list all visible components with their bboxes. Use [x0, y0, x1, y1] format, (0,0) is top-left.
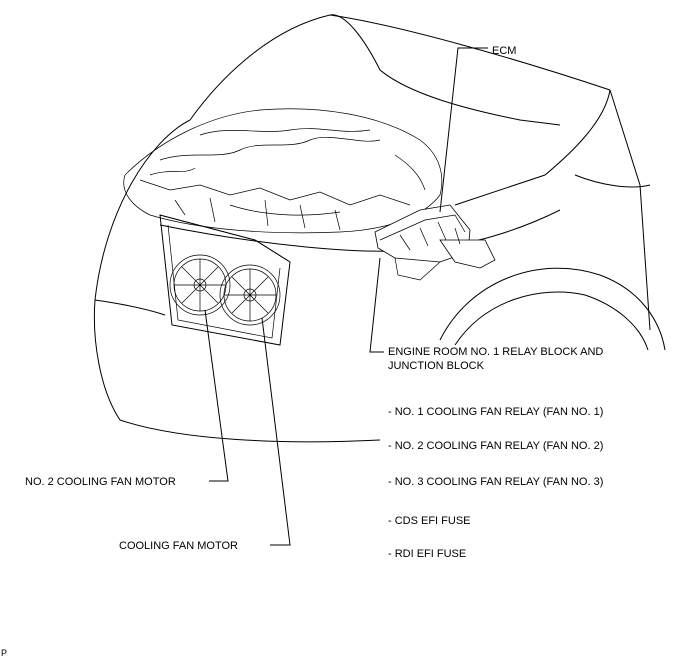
fan-1 [169, 254, 231, 316]
ecm-box [439, 239, 496, 269]
label-relay-block-line2: JUNCTION BLOCK [388, 360, 484, 372]
leader-fan-motor-2 [204, 309, 229, 482]
leader-ecm [439, 47, 488, 213]
fan-shroud [159, 214, 291, 346]
leader-relay-block [369, 257, 384, 353]
label-corner-mark: P [1, 648, 8, 658]
label-item-fan-relay-1: - NO. 1 COOLING FAN RELAY (FAN NO. 1) [388, 406, 604, 418]
leader-fan-motor [261, 317, 291, 546]
label-ecm: ECM [492, 45, 517, 57]
engine-block [123, 108, 443, 234]
label-item-fan-relay-3: - NO. 3 COOLING FAN RELAY (FAN NO. 3) [388, 476, 604, 488]
label-item-fan-relay-2: - NO. 2 COOLING FAN RELAY (FAN NO. 2) [388, 440, 604, 452]
hood-outline [189, 14, 561, 126]
label-item-rdi-efi-fuse: - RDI EFI FUSE [388, 548, 467, 560]
fan-2 [219, 264, 281, 326]
label-no2-cooling-fan-motor: NO. 2 COOLING FAN MOTOR [25, 476, 176, 488]
body-outline [93, 119, 381, 443]
label-item-cds-efi-fuse: - CDS EFI FUSE [388, 515, 471, 527]
wheel-arch [439, 267, 666, 351]
label-relay-block-line1: ENGINE ROOM NO. 1 RELAY BLOCK AND [388, 346, 604, 358]
label-cooling-fan-motor: COOLING FAN MOTOR [119, 540, 238, 552]
windshield-outline [454, 89, 611, 206]
